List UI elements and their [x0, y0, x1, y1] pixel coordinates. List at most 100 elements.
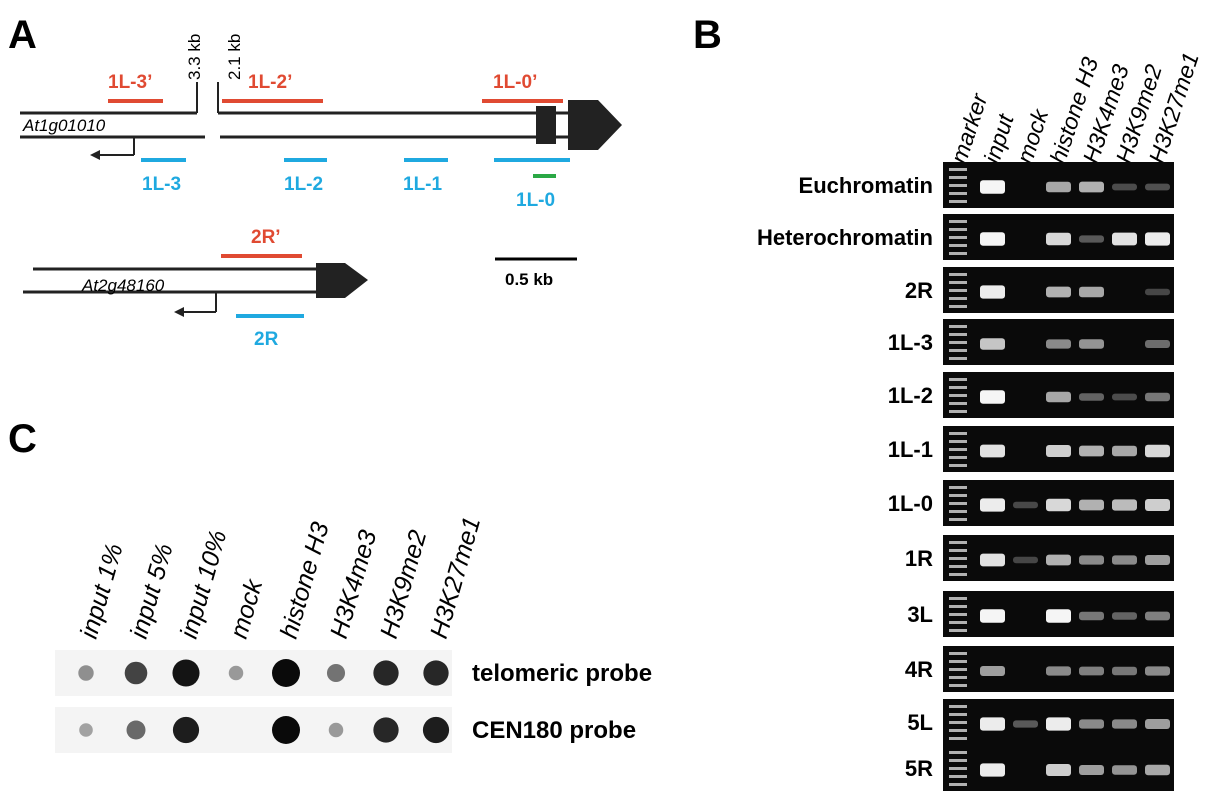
gene1-right-segment [218, 100, 622, 150]
ladder-band [949, 297, 967, 300]
ladder-band [949, 349, 967, 352]
gel-band-h3k9me2 [1112, 612, 1137, 620]
blot-dot-histone-h3 [272, 659, 300, 687]
blot-dot-histone-h3 [272, 716, 300, 744]
ladder-band [949, 510, 967, 513]
blot-dot-mock [228, 665, 244, 681]
gel-row-label: 1L-2 [888, 383, 933, 408]
ladder-band [949, 613, 967, 616]
gel-band-histone-h3 [1046, 498, 1071, 512]
ladder-band [949, 541, 967, 544]
gel-band-h3k9me2 [1112, 765, 1137, 775]
dot-column-h3k27me1: H3K27me1 [425, 514, 486, 642]
gel-band-input [980, 717, 1005, 731]
gel-band-input [980, 444, 1005, 458]
dot-row-telomeric-probe: telomeric probe [55, 650, 652, 696]
ladder-band [949, 305, 967, 308]
ladder-band [949, 652, 967, 655]
ladder-band [949, 729, 967, 732]
ladder-band [949, 386, 967, 389]
gel-band-h3k9me2 [1112, 666, 1137, 676]
ladder-band [949, 573, 967, 576]
probe-label: telomeric probe [472, 660, 652, 687]
blot-dot-input-5 [126, 720, 146, 740]
gel-band-input [980, 390, 1005, 404]
gel-row-3l: 3L [907, 591, 1174, 637]
gap-label-left: 3.3 kb [185, 34, 204, 80]
ladder-band [949, 448, 967, 451]
gel-band-mock [1013, 720, 1038, 728]
gel-row-4r: 4R [905, 646, 1174, 692]
gel-band-h3k4me3 [1079, 393, 1104, 401]
gel-row-1l-1: 1L-1 [888, 426, 1174, 472]
gel-band-h3k27me1 [1145, 444, 1170, 458]
ladder-band [949, 252, 967, 255]
gel-band-h3k27me1 [1145, 340, 1170, 348]
gel-band-h3k4me3 [1079, 555, 1104, 565]
gene2-name: At2g48160 [81, 276, 165, 295]
region-1l3-label: 1L-3 [142, 174, 181, 195]
dot-row-cen180-probe: CEN180 probe [55, 707, 636, 753]
gene1-name: At1g01010 [22, 116, 106, 135]
ladder-band [949, 597, 967, 600]
gel-band-h3k4me3 [1079, 286, 1104, 298]
ladder-band [949, 783, 967, 786]
gel-row-1l-3: 1L-3 [888, 319, 1174, 365]
ladder-band [949, 721, 967, 724]
gene2-arrow [316, 263, 368, 298]
ladder-band [949, 281, 967, 284]
probe-label: CEN180 probe [472, 717, 636, 744]
ladder-band [949, 410, 967, 413]
blot-dot-h3k9me2 [373, 660, 399, 686]
ladder-band [949, 168, 967, 171]
blot-dot-input-1 [79, 723, 93, 737]
ladder-band [949, 767, 967, 770]
gel-band-input [980, 232, 1005, 246]
gel-band-h3k4me3 [1079, 666, 1104, 676]
dot-column-input-10: input 10% [175, 527, 233, 642]
gel-row-label: 1L-1 [888, 437, 933, 462]
gel-row-label: 5L [907, 710, 933, 735]
gel-band-h3k27me1 [1145, 183, 1170, 191]
gel-row-label: Heterochromatin [757, 225, 933, 250]
ladder-band [949, 273, 967, 276]
gel-band-h3k4me3 [1079, 235, 1104, 243]
gel-row-heterochromatin: Heterochromatin [757, 214, 1174, 260]
ladder-band [949, 341, 967, 344]
gel-band-h3k27me1 [1145, 288, 1170, 296]
region-2r-prime-label: 2R’ [251, 227, 281, 248]
gel-band-h3k27me1 [1145, 392, 1170, 402]
gene2 [23, 263, 368, 317]
ladder-band [949, 176, 967, 179]
exon-box [536, 106, 556, 144]
ladder-band [949, 289, 967, 292]
ladder-band [949, 684, 967, 687]
gel-row-label: 1L-0 [888, 491, 933, 516]
gel-band-input [980, 285, 1005, 299]
gel-band-h3k4me3 [1079, 445, 1104, 457]
blot-dot-input-10 [172, 716, 200, 744]
panel-c-letter: C [8, 417, 37, 461]
ladder-band [949, 751, 967, 754]
gel-row-2r: 2R [905, 267, 1174, 313]
gel-row-1r: 1R [905, 535, 1174, 581]
gel-row-label: 2R [905, 278, 933, 303]
gel-band-h3k27me1 [1145, 719, 1170, 729]
gel-row-label: 1R [905, 546, 933, 571]
ladder-band [949, 621, 967, 624]
gel-band-histone-h3 [1046, 717, 1071, 731]
region-1l2-prime-label: 1L-2’ [248, 72, 292, 93]
panel-b-letter: B [693, 13, 722, 57]
ladder-band [949, 518, 967, 521]
gel-band-histone-h3 [1046, 391, 1071, 403]
ladder-band [949, 244, 967, 247]
gel-band-histone-h3 [1046, 181, 1071, 193]
ladder-band [949, 236, 967, 239]
ladder-band [949, 333, 967, 336]
gel-band-histone-h3 [1046, 232, 1071, 246]
ladder-band [949, 402, 967, 405]
blot-dot-input-10 [172, 659, 200, 687]
gene1-left-segment [20, 82, 205, 160]
